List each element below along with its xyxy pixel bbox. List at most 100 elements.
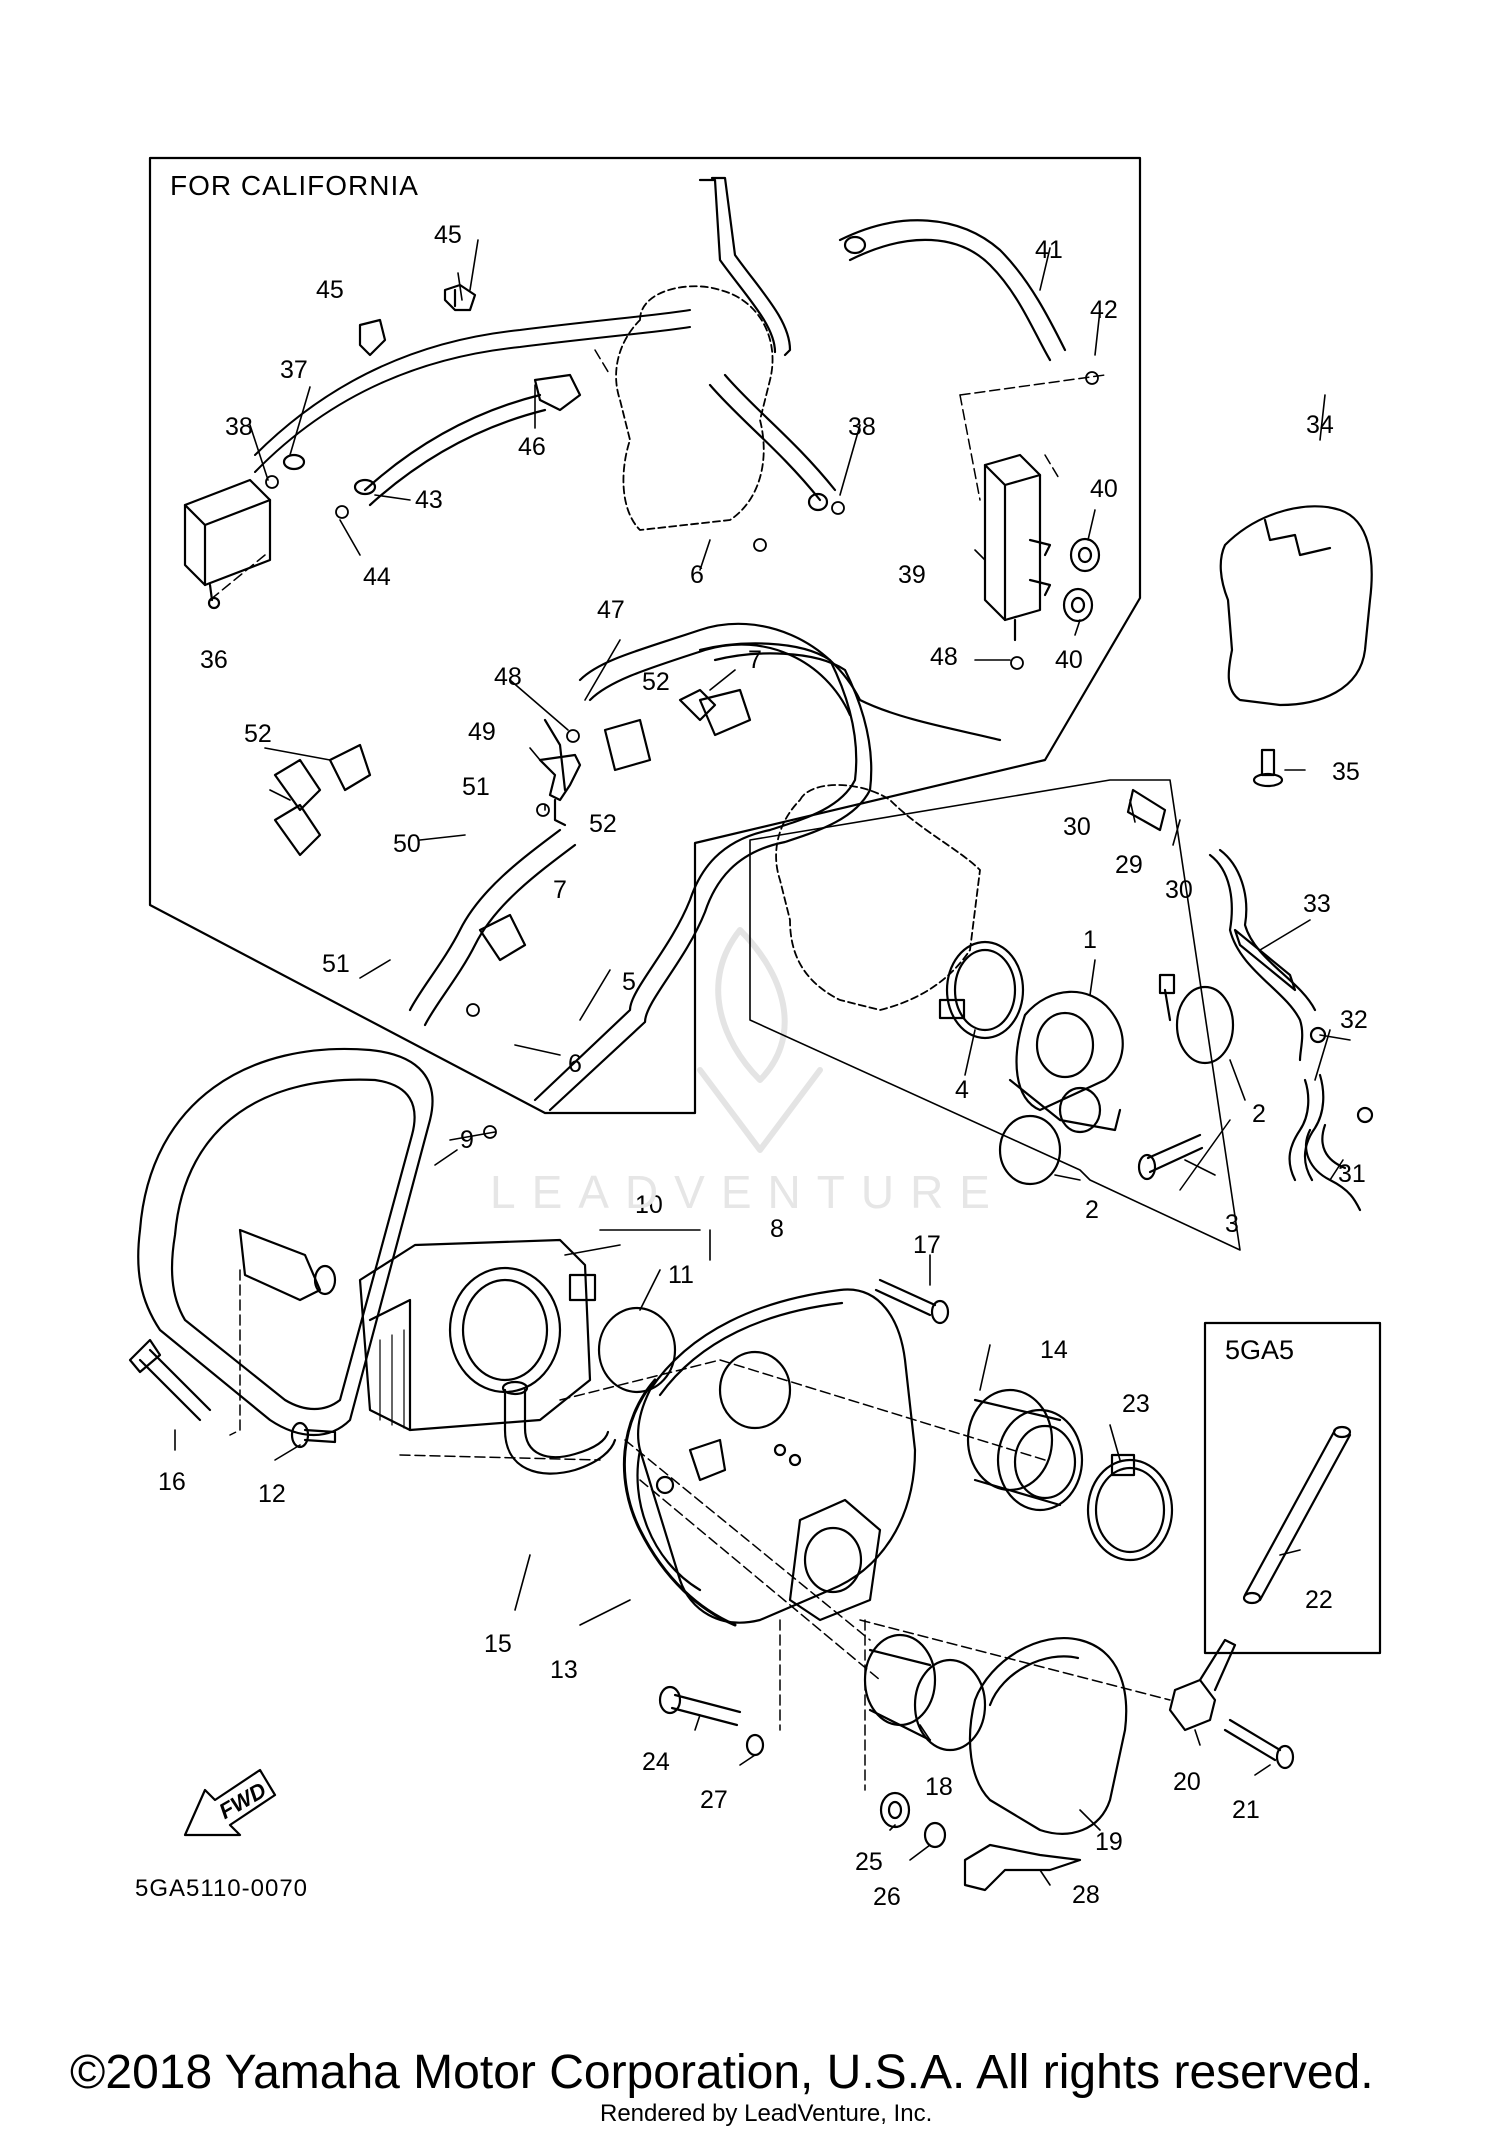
grommet-25: [879, 1791, 911, 1829]
screw-12: [290, 1421, 337, 1449]
callout-6b: 6: [568, 1050, 582, 1078]
callout-39: 39: [898, 561, 926, 589]
screw-21: [1223, 1718, 1295, 1770]
drawing-code: 5GA5110-0070: [135, 1875, 309, 1902]
callout-46: 46: [518, 433, 546, 461]
rendered-by-credit: Rendered by LeadVenture, Inc.: [600, 2100, 933, 2127]
dashed-center-lines: [209, 349, 1171, 1791]
callout-20: 20: [1173, 1768, 1201, 1796]
callout-35: 35: [1332, 758, 1360, 786]
callout-34: 34: [1306, 411, 1334, 439]
callout-31: 31: [1338, 1160, 1366, 1188]
california-box-title: FOR CALIFORNIA: [170, 170, 419, 201]
callout-40b: 40: [1055, 646, 1083, 674]
callout-5: 5: [622, 968, 636, 996]
callout-16: 16: [158, 1468, 186, 1496]
small-clips: [265, 371, 1099, 1139]
watermark-logo: [697, 927, 823, 1153]
callout-48a: 48: [930, 643, 958, 671]
callout-23: 23: [1122, 1390, 1150, 1418]
callout-8: 8: [770, 1215, 784, 1243]
callout-44: 44: [363, 563, 391, 591]
callout-43: 43: [415, 486, 443, 514]
bracket-28: [963, 1843, 1082, 1892]
bracket-20: [1168, 1638, 1237, 1732]
grommets: [1062, 537, 1101, 623]
screw-17: [874, 1278, 950, 1325]
intake-joint: [1008, 973, 1176, 1134]
throttle-body-lower: [775, 784, 981, 1011]
callout-2b: 2: [1085, 1196, 1099, 1224]
callout-27: 27: [700, 1786, 728, 1814]
callout-labels: 45 45 41 42 37 38 46 43 38 40 44 36 6 39…: [158, 221, 1368, 1911]
callout-4: 4: [955, 1076, 969, 1104]
callout-13: 13: [550, 1656, 578, 1684]
hoses-right: [1126, 788, 1374, 1182]
callout-50: 50: [393, 830, 421, 858]
callout-9: 9: [460, 1126, 474, 1154]
inset-box: [1203, 1321, 1382, 1655]
bolt-16: [128, 1338, 212, 1422]
collar-26: [923, 1821, 947, 1849]
callout-28: 28: [1072, 1881, 1100, 1909]
joint-49: [538, 753, 582, 802]
callout-40a: 40: [1090, 475, 1118, 503]
callout-14: 14: [1040, 1336, 1068, 1364]
joint-14: [966, 1388, 1084, 1512]
band-23: [1086, 1453, 1174, 1562]
bolt-24: [658, 1685, 742, 1727]
o-ring-11: [597, 1306, 677, 1394]
leader-lines: [174, 239, 1351, 1886]
callout-33: 33: [1303, 890, 1331, 918]
callout-51a: 51: [462, 773, 490, 801]
callout-6a: 6: [690, 561, 704, 589]
callout-52c: 52: [589, 810, 617, 838]
screw-35: [1252, 748, 1284, 788]
callout-45a: 45: [434, 221, 462, 249]
callout-12: 12: [258, 1480, 286, 1508]
gasket-13: [622, 1378, 737, 1627]
band-4: [938, 940, 1025, 1040]
watermark-text: LEADVENTURE: [490, 1166, 1006, 1218]
callout-37: 37: [280, 356, 308, 384]
o-ring-2b: [998, 1114, 1062, 1186]
rod-22: [1242, 1425, 1352, 1605]
inset-box-title: 5GA5: [1225, 1335, 1295, 1365]
callout-38a: 38: [225, 413, 253, 441]
callout-36: 36: [200, 646, 228, 674]
callout-7a: 7: [748, 646, 762, 674]
callout-26: 26: [873, 1883, 901, 1911]
callout-41: 41: [1035, 236, 1063, 264]
air-cleaner-cover: [137, 1047, 434, 1437]
callout-24: 24: [642, 1748, 670, 1776]
callout-45b: 45: [316, 276, 344, 304]
callout-30b: 30: [1165, 876, 1193, 904]
fwd-arrow-icon: FWD: [183, 1768, 277, 1837]
copyright-notice: ©2018 Yamaha Motor Corporation, U.S.A. A…: [70, 2046, 1374, 2099]
o-ring-2a: [1175, 985, 1235, 1065]
cover-19: [968, 1637, 1128, 1835]
california-box: [148, 156, 1142, 1115]
hose-group-upper: [254, 176, 1231, 1191]
callout-52a: 52: [244, 720, 272, 748]
callout-2a: 2: [1252, 1100, 1266, 1128]
callout-25: 25: [855, 1848, 883, 1876]
washer-27: [745, 1733, 765, 1757]
solenoid-part: [183, 478, 272, 610]
callout-32: 32: [1340, 1006, 1368, 1034]
air-cleaner-case: [636, 1288, 917, 1624]
callout-10: 10: [635, 1191, 663, 1219]
callout-42: 42: [1090, 296, 1118, 324]
callout-38b: 38: [848, 413, 876, 441]
callout-48b: 48: [494, 663, 522, 691]
callout-29: 29: [1115, 851, 1143, 879]
throttle-group-box: [749, 779, 1241, 1251]
bolt-3: [1137, 1133, 1204, 1181]
side-cover: [1219, 505, 1373, 707]
callout-51b: 51: [322, 950, 350, 978]
callout-21: 21: [1232, 1796, 1260, 1824]
callout-19: 19: [1095, 1828, 1123, 1856]
air-cleaner-element: [358, 1238, 597, 1432]
callout-30a: 30: [1063, 813, 1091, 841]
